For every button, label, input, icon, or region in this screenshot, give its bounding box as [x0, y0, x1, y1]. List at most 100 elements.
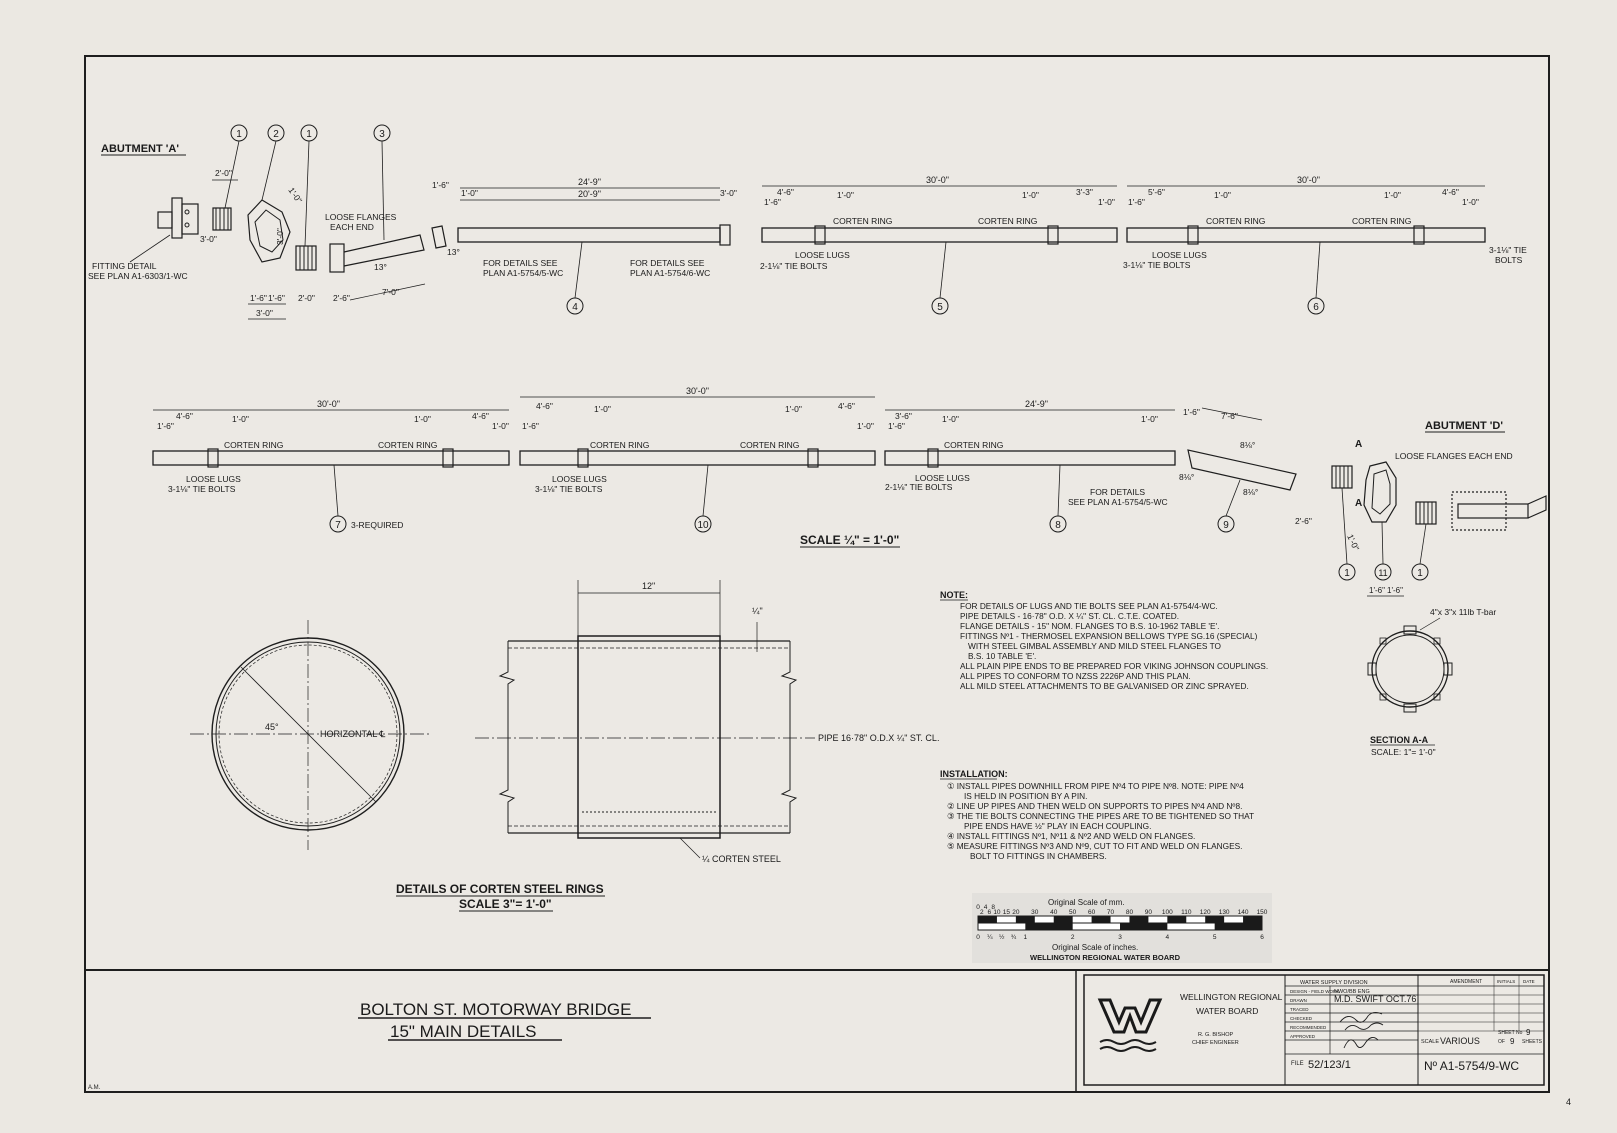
svg-text:2: 2	[273, 129, 279, 140]
pipe-9: 7'-6" 1'-6" 8⅛° 8⅛° 8⅛° 9	[1179, 407, 1297, 533]
svg-text:4'-6": 4'-6"	[536, 401, 553, 411]
installation-heading: INSTALLATION:	[940, 769, 1008, 779]
dim-1-6b: 1'-6"	[268, 293, 285, 303]
org-line-1: WELLINGTON REGIONAL	[1180, 992, 1283, 1002]
svg-text:5: 5	[937, 302, 943, 313]
loose-flanges-1: LOOSE FLANGES	[325, 212, 397, 222]
svg-text:1'-0": 1'-0"	[232, 414, 249, 424]
note-line: ALL PLAIN PIPE ENDS TO BE PREPARED FOR V…	[960, 661, 1268, 671]
inch-tick-label: 2	[1071, 934, 1075, 941]
corten-ring-details: 45° HORIZONTAL ℄ 12" ¼" PIPE 16·78" O.D.…	[190, 580, 939, 912]
drawing-border	[84, 55, 1550, 1093]
dim-2-6: 2'-6"	[333, 293, 350, 303]
svg-text:CORTEN RING: CORTEN RING	[590, 440, 649, 450]
dim-2-6-d: 2'-6"	[1295, 516, 1312, 526]
section-scale: SCALE: 1"= 1'-0"	[1371, 747, 1436, 757]
inch-tick-label: 6	[1260, 934, 1264, 941]
svg-text:CORTEN RING: CORTEN RING	[1352, 216, 1411, 226]
svg-text:BOLTS: BOLTS	[1495, 255, 1523, 265]
note-heading: NOTE:	[940, 590, 968, 600]
corner-number: 4	[1566, 1097, 1571, 1107]
engineer-title: CHIEF ENGINEER	[1192, 1040, 1239, 1046]
installation-line: ④ INSTALL FITTINGS Nº1, Nº11 & Nº2 AND W…	[947, 831, 1195, 841]
pipe-8: 24'-9" 3'-6" 1'-6" 1'-0" 1'-0" CORTEN RI…	[884, 399, 1176, 533]
row-design: DESIGN - FIELD WORK	[1290, 989, 1339, 994]
dim-7-0: 7'-0"	[382, 287, 399, 297]
svg-text:1'-0": 1'-0"	[1462, 197, 1479, 207]
svg-text:24'-9": 24'-9"	[1025, 399, 1048, 409]
svg-text:1'-0": 1'-0"	[1384, 190, 1401, 200]
abutment-d-label: ABUTMENT 'D'	[1425, 420, 1503, 432]
svg-text:5'-6": 5'-6"	[1148, 187, 1165, 197]
inch-tick-label: 0	[976, 934, 980, 941]
svg-text:4'-6": 4'-6"	[176, 411, 193, 421]
title-line-1: BOLTON ST. MOTORWAY BRIDGE	[360, 1000, 631, 1019]
svg-text:30'-0": 30'-0"	[317, 399, 340, 409]
svg-text:CORTEN RING: CORTEN RING	[833, 216, 892, 226]
file-value: 52/123/1	[1308, 1059, 1351, 1071]
note-line: B.S. 10 TABLE 'E'.	[968, 651, 1036, 661]
division-label: WATER SUPPLY DIVISION	[1300, 980, 1368, 986]
mm-tick-label: 80	[1126, 909, 1134, 916]
am-initials: A.M.	[88, 1085, 101, 1091]
svg-text:1'-0": 1'-0"	[785, 404, 802, 414]
mm-tick-label: 120	[1200, 909, 1211, 916]
mm-tick-label: 6	[988, 909, 992, 916]
installation-line: ⑤ MEASURE FITTINGS Nº3 AND Nº9, CUT TO F…	[947, 841, 1243, 851]
note-line: FOR DETAILS OF LUGS AND TIE BOLTS SEE PL…	[960, 601, 1218, 611]
bottom-pipe-run: 30'-0" 4'-6" 1'-6" 1'-0" 1'-0" 4'-6" 1'-…	[152, 386, 1547, 597]
svg-text:FOR DETAILS: FOR DETAILS	[1090, 487, 1145, 497]
title-block: WELLINGTON REGIONAL WATER BOARD R. G. BI…	[1083, 974, 1545, 1086]
mm-tick-label: 100	[1162, 909, 1173, 916]
svg-text:3'-0": 3'-0"	[720, 188, 737, 198]
mm-tick-label: 140	[1238, 909, 1249, 916]
svg-text:1'-6": 1'-6"	[764, 197, 781, 207]
mm-tick-label: 60	[1088, 909, 1096, 916]
dim-2-0: 2'-0"	[215, 168, 232, 178]
svg-text:30'-0": 30'-0"	[1297, 175, 1320, 185]
mm-tick-label: 130	[1219, 909, 1230, 916]
svg-text:CORTEN RING: CORTEN RING	[378, 440, 437, 450]
scale-label: SCALE	[1421, 1039, 1439, 1045]
dim-2-0b: 2'-0"	[298, 293, 315, 303]
row-approved: APPROVED	[1290, 1034, 1316, 1039]
ring-horizontal: HORIZONTAL ℄	[320, 729, 386, 739]
svg-text:CORTEN RING: CORTEN RING	[944, 440, 1003, 450]
ring-angle: 45°	[265, 722, 279, 732]
svg-text:8⅛°: 8⅛°	[1179, 472, 1194, 482]
svg-text:9: 9	[1223, 520, 1229, 531]
svg-text:24'-9": 24'-9"	[578, 177, 601, 187]
note-line: WITH STEEL GIMBAL ASSEMBLY AND MILD STEE…	[968, 641, 1222, 651]
svg-text:3'-6": 3'-6"	[895, 411, 912, 421]
svg-text:1'-0": 1'-0"	[594, 404, 611, 414]
of-label: OF	[1498, 1039, 1505, 1045]
svg-text:1'-6": 1'-6"	[888, 421, 905, 431]
top-pipe-run: ABUTMENT 'A' FITTING DETAIL SEE PLAN A1-…	[88, 124, 1527, 320]
scalebar-mm-label: Original Scale of mm.	[1048, 898, 1124, 907]
svg-text:1'-0": 1'-0"	[1141, 414, 1158, 424]
org-line-2: WATER BOARD	[1196, 1006, 1258, 1016]
mm-tick-label: 2	[980, 909, 984, 916]
mm-tick-label: 40	[1050, 909, 1058, 916]
date-label: DATE	[1523, 979, 1535, 984]
svg-text:2-1⅛" TIE BOLTS: 2-1⅛" TIE BOLTS	[885, 482, 953, 492]
svg-text:1'-0": 1'-0"	[1022, 190, 1039, 200]
installation-line: ② LINE UP PIPES AND THEN WELD ON SUPPORT…	[947, 801, 1242, 811]
row-traced: TRACED	[1290, 1007, 1309, 1012]
fitting-note-2: SEE PLAN A1-6303/1-WC	[88, 271, 188, 281]
svg-text:1'-6": 1'-6"	[157, 421, 174, 431]
ring-pipe-label: PIPE 16·78" O.D.X ¼" ST. CL.	[818, 733, 939, 743]
inch-tick-label: ¼	[987, 934, 993, 941]
svg-text:1'-0": 1'-0"	[1098, 197, 1115, 207]
file-label: FILE	[1291, 1061, 1304, 1067]
pipe-10: 30'-0" 4'-6" 1'-6" 1'-0" 1'-0" 4'-6" 1'-…	[519, 386, 876, 533]
ring-thickness: ¼"	[752, 606, 763, 616]
svg-text:4'-6": 4'-6"	[1442, 187, 1459, 197]
mm-tick-label: 50	[1069, 909, 1077, 916]
section-tbar: 4"x 3"x 11lb T-bar	[1430, 607, 1496, 617]
svg-text:4'-6": 4'-6"	[777, 187, 794, 197]
dim-3-0b: 3'-0"	[275, 228, 285, 245]
svg-text:1'-0": 1'-0"	[414, 414, 431, 424]
svg-text:30'-0": 30'-0"	[686, 386, 709, 396]
